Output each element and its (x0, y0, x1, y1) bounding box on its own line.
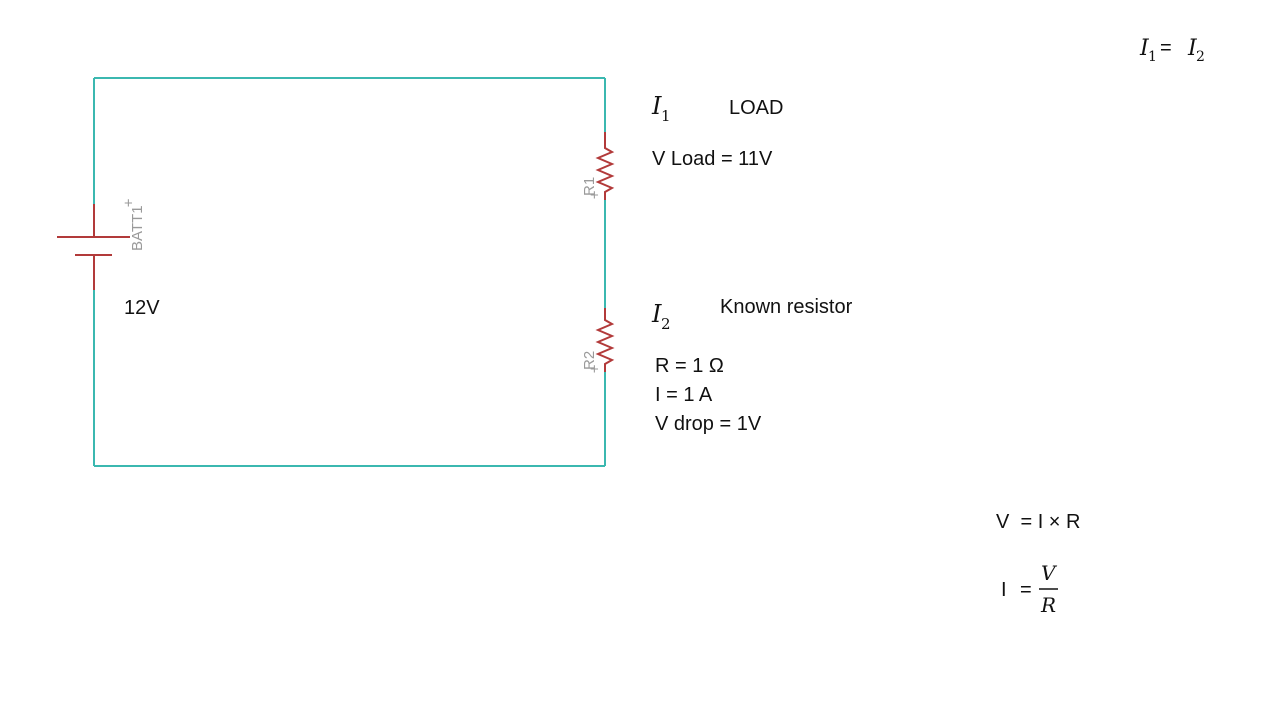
ohms-law-denominator: R (1040, 593, 1056, 617)
ohms-law-equals: = (1020, 579, 1032, 601)
known-resistor-title: Known resistor (720, 296, 853, 318)
equality-equals: = (1160, 37, 1172, 59)
ohms-law-equations: V = I × R I = V R (996, 511, 1080, 617)
equality-right-subscript: 2 (1196, 49, 1205, 65)
ohms-law-v-equals-ir: V = I × R (996, 511, 1080, 533)
current-i1-symbol: I (651, 92, 662, 120)
equality-left-subscript: 1 (1148, 49, 1157, 65)
load-resistor-plus-mark: + (590, 187, 599, 204)
current-equality-equation: I 1 = I 2 (1139, 36, 1205, 65)
known-resistor-line-i: I = 1 A (655, 384, 713, 406)
battery-refdes: BATT1 (129, 205, 146, 251)
load-resistor-refdes: R1 (581, 177, 598, 196)
battery-voltage-label: 12V (124, 297, 160, 319)
wires (93, 77, 606, 467)
battery-plus-mark: + (124, 195, 133, 212)
load-resistor-zigzag (595, 132, 615, 200)
load-resistor-symbol (595, 132, 615, 200)
load-title: LOAD (729, 97, 783, 119)
known-resistor-zigzag (595, 308, 615, 372)
ohms-law-numerator: V (1041, 561, 1058, 585)
load-voltage-note: V Load = 11V (652, 148, 773, 170)
current-i2-subscript: 2 (661, 315, 671, 333)
current-i2-symbol: I (651, 300, 662, 328)
equality-right-symbol: I (1187, 36, 1198, 61)
known-resistor-plus-mark: + (590, 361, 599, 378)
known-resistor-line-r: R = 1 Ω (655, 355, 724, 377)
equality-left-symbol: I (1139, 36, 1150, 61)
known-resistor-refdes: R2 (581, 351, 598, 370)
current-i1-subscript: 1 (661, 107, 671, 125)
known-resistor-symbol (595, 308, 615, 372)
ohms-law-i-lhs: I (1001, 579, 1007, 601)
battery-symbol (57, 204, 130, 290)
known-resistor-line-vdrop: V drop = 1V (655, 413, 762, 435)
